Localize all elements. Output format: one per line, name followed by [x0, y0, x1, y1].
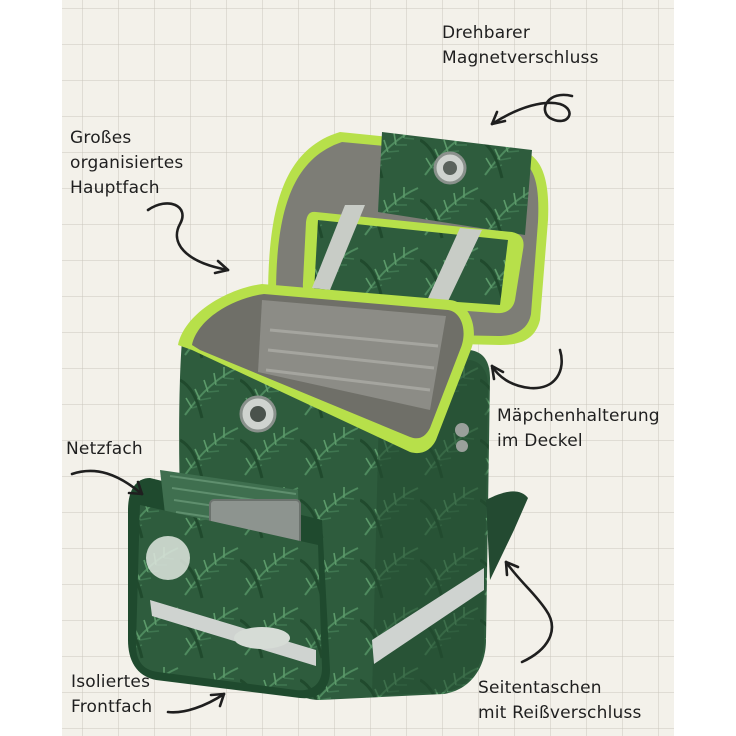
arrow-insulated-front	[166, 692, 226, 714]
label-magnet-closure: Drehbarer Magnetverschluss	[442, 23, 599, 68]
arrow-mesh-pocket	[70, 469, 144, 496]
left-margin	[0, 0, 62, 736]
brand-logo-patch	[234, 627, 290, 649]
shoulder-strap	[486, 491, 528, 580]
label-mesh-pocket: Netzfach	[66, 439, 143, 459]
right-margin	[674, 0, 736, 736]
arrow-side-pockets	[504, 560, 554, 664]
arrow-pencil-case-holder	[490, 348, 563, 390]
label-insulated-front: Isoliertes Frontfach	[71, 672, 153, 717]
front-reflective-strip	[150, 600, 316, 666]
annotation-arrows	[70, 93, 574, 714]
pencil-case-strap-right	[420, 228, 482, 318]
pencil-case-strap-left	[312, 205, 365, 290]
front-badge	[146, 536, 190, 580]
reflective-strip	[372, 568, 484, 664]
arrow-main-compartment	[146, 202, 230, 272]
side-zipper-pull-icon	[455, 423, 469, 437]
label-side-pockets: Seitentaschen mit Reißverschluss	[478, 678, 642, 723]
arrow-magnet-closure	[490, 93, 574, 126]
label-pencil-case-holder: Mäpchenhalterung im Deckel	[497, 406, 660, 451]
main-compartment-divider	[258, 300, 446, 410]
label-main-compartment: Großes organisiertes Hauptfach	[70, 128, 184, 198]
